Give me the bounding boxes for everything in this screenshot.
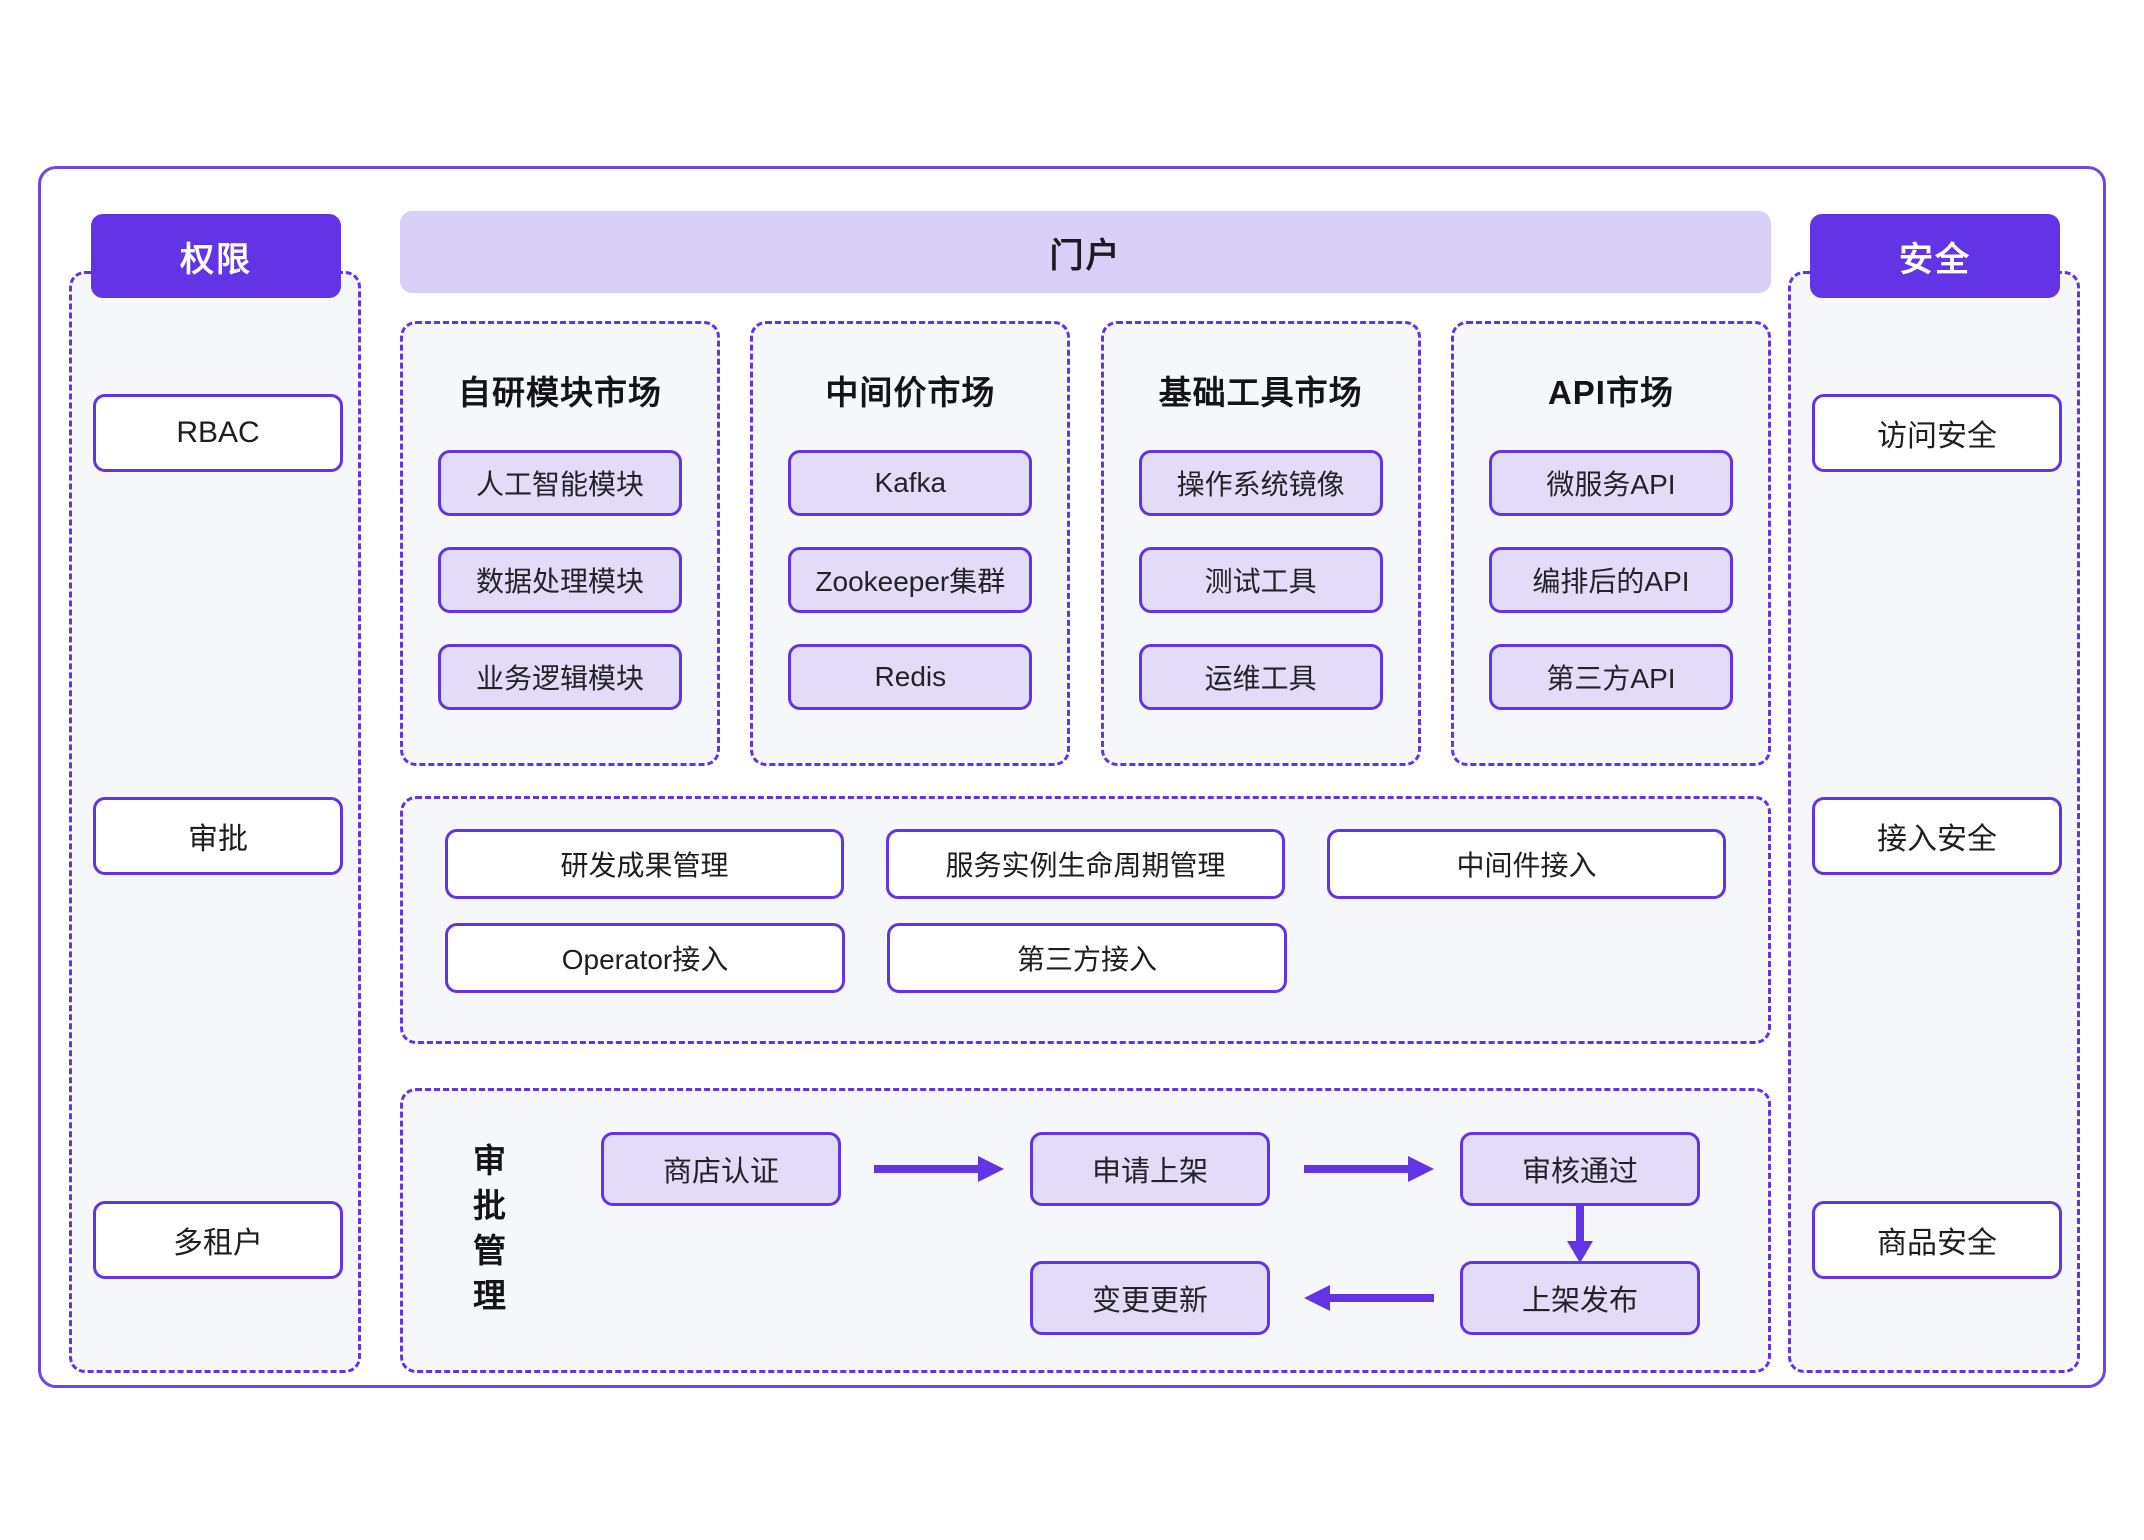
- market-card-self-developed: 自研模块市场 人工智能模块 数据处理模块 业务逻辑模块: [400, 321, 720, 766]
- workflow-node-store-certification[interactable]: 商店认证: [601, 1132, 841, 1206]
- approval-management-label: 审批管理: [473, 1142, 507, 1314]
- permissions-column: 权限 RBAC 审批 多租户: [69, 214, 361, 1373]
- market-card-middleware: 中间价市场 Kafka Zookeeper集群 Redis: [750, 321, 1071, 766]
- market-chip[interactable]: Zookeeper集群: [788, 547, 1033, 613]
- market-chip[interactable]: 业务逻辑模块: [438, 644, 682, 710]
- workflow-node-apply-listing[interactable]: 申请上架: [1030, 1132, 1270, 1206]
- services-panel: 研发成果管理 服务实例生命周期管理 中间件接入 Operator接入 第三方接入: [400, 796, 1771, 1044]
- workflow-node-change-update[interactable]: 变更更新: [1030, 1261, 1270, 1335]
- market-chip[interactable]: Kafka: [788, 450, 1033, 516]
- market-title: 自研模块市场: [458, 374, 662, 411]
- arrow-right-icon: [874, 1154, 1004, 1184]
- service-box-thirdparty-access[interactable]: 第三方接入: [887, 923, 1287, 993]
- arrow-left-icon: [1304, 1283, 1434, 1313]
- service-box-operator-access[interactable]: Operator接入: [445, 923, 845, 993]
- permissions-badge: 权限: [91, 214, 341, 298]
- market-chip[interactable]: 人工智能模块: [438, 450, 682, 516]
- security-column: 安全 访问安全 接入安全 商品安全: [1788, 214, 2080, 1373]
- workflow-node-review-passed[interactable]: 审核通过: [1460, 1132, 1700, 1206]
- market-card-base-tools: 基础工具市场 操作系统镜像 测试工具 运维工具: [1100, 321, 1421, 766]
- permissions-item-approval[interactable]: 审批: [93, 797, 343, 875]
- service-box-rd-results[interactable]: 研发成果管理: [445, 829, 844, 899]
- diagram-outer-frame: 权限 RBAC 审批 多租户 安全 访问安全 接入安全 商品安全 门户 自研模块…: [38, 166, 2106, 1388]
- service-box-middleware-access[interactable]: 中间件接入: [1327, 829, 1726, 899]
- market-chip[interactable]: 数据处理模块: [438, 547, 682, 613]
- security-item-access[interactable]: 访问安全: [1812, 394, 2062, 472]
- approval-workflow-panel: 审批管理 商店认证 申请上架 审核通过 上架发布 变更更新: [400, 1088, 1771, 1373]
- permissions-item-multitenant[interactable]: 多租户: [93, 1201, 343, 1279]
- services-row-2: Operator接入 第三方接入: [445, 923, 1726, 993]
- market-chip[interactable]: Redis: [788, 644, 1033, 710]
- workflow-node-publish-listing[interactable]: 上架发布: [1460, 1261, 1700, 1335]
- security-item-product[interactable]: 商品安全: [1812, 1201, 2062, 1279]
- services-row-1: 研发成果管理 服务实例生命周期管理 中间件接入: [445, 829, 1726, 899]
- service-box-instance-lifecycle[interactable]: 服务实例生命周期管理: [886, 829, 1285, 899]
- market-chip[interactable]: 编排后的API: [1488, 547, 1733, 613]
- market-chip[interactable]: 运维工具: [1138, 644, 1383, 710]
- market-chip[interactable]: 操作系统镜像: [1138, 450, 1383, 516]
- market-chip[interactable]: 第三方API: [1488, 644, 1733, 710]
- market-card-api: API市场 微服务API 编排后的API 第三方API: [1450, 321, 1771, 766]
- permissions-item-rbac[interactable]: RBAC: [93, 394, 343, 472]
- market-chip[interactable]: 微服务API: [1488, 450, 1733, 516]
- security-badge: 安全: [1810, 214, 2060, 298]
- markets-row: 自研模块市场 人工智能模块 数据处理模块 业务逻辑模块 中间价市场 Kafka …: [400, 321, 1771, 766]
- arrow-down-icon: [1565, 1203, 1595, 1263]
- arrow-right-icon: [1304, 1154, 1434, 1184]
- portal-banner: 门户: [400, 211, 1771, 293]
- market-chip[interactable]: 测试工具: [1138, 547, 1383, 613]
- market-title: API市场: [1547, 374, 1674, 411]
- market-title: 基础工具市场: [1158, 374, 1363, 411]
- security-item-connection[interactable]: 接入安全: [1812, 797, 2062, 875]
- market-title: 中间价市场: [825, 374, 996, 411]
